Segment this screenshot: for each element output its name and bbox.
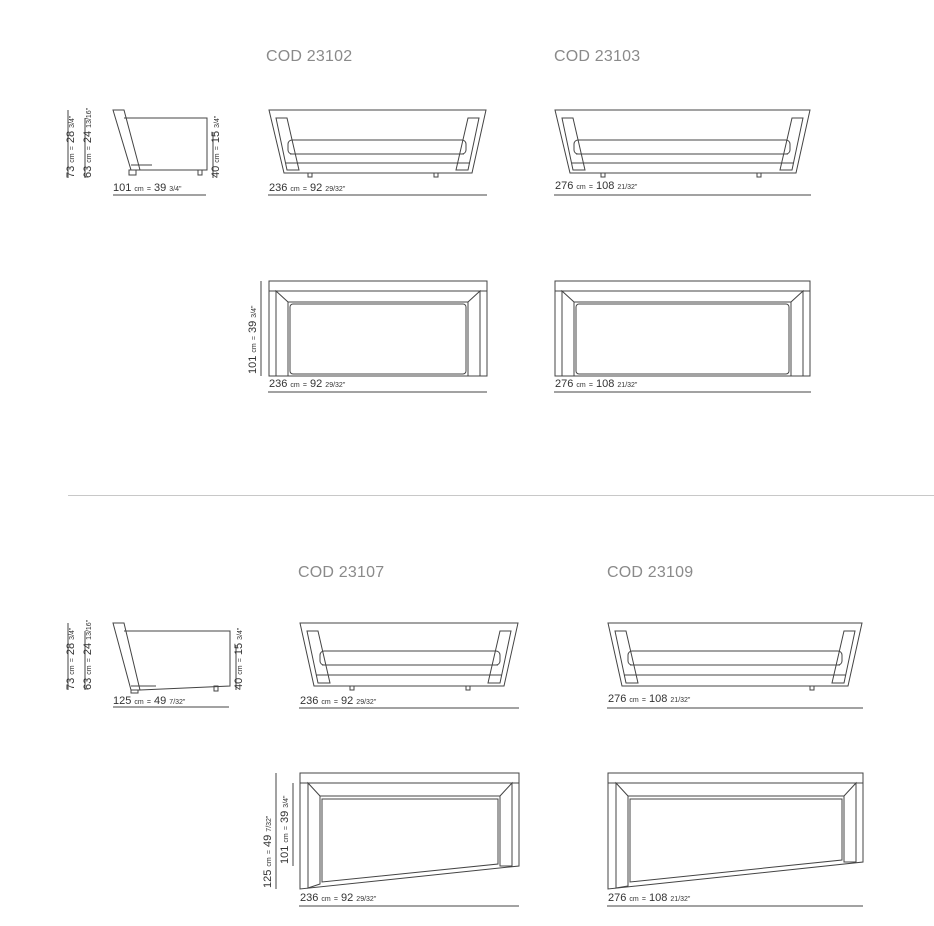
- dimension-label: 236 cm = 92 29/32": [269, 182, 346, 194]
- side-view-drawing: [112, 109, 208, 176]
- model-code: COD 23102: [266, 48, 353, 65]
- dimension-label: 73 cm = 28 3/4": [65, 627, 77, 690]
- dimension-label: 276 cm = 108 21/32": [608, 693, 691, 705]
- dimension-label: 40 cm = 15 3/4": [233, 627, 245, 690]
- front-view-drawing: [554, 109, 811, 178]
- model-code: COD 23109: [607, 564, 694, 581]
- plan-view-drawing: [299, 772, 520, 890]
- dimension-label: 276 cm = 108 21/32": [608, 892, 691, 904]
- dimension-label: 125 cm = 49 7/32": [262, 815, 274, 888]
- front-view-drawing: [299, 622, 519, 691]
- front-view-drawing: [607, 622, 863, 691]
- dimension-label: 101 cm = 39 3/4": [279, 795, 291, 864]
- dimension-label: 236 cm = 92 29/32": [300, 892, 377, 904]
- dimension-label: 125 cm = 49 7/32": [113, 695, 186, 707]
- front-view-drawing: [268, 109, 487, 178]
- dimension-label: 63 cm = 24 13/16": [82, 107, 94, 178]
- dimension-label: 236 cm = 92 29/32": [300, 695, 377, 707]
- section-divider: [68, 495, 934, 496]
- model-code: COD 23107: [298, 564, 385, 581]
- plan-view-drawing: [268, 280, 488, 377]
- dimension-label: 73 cm = 28 3/4": [65, 115, 77, 178]
- dimension-label: 276 cm = 108 21/32": [555, 378, 638, 390]
- dimension-label: 236 cm = 92 29/32": [269, 378, 346, 390]
- plan-view-drawing: [554, 280, 811, 377]
- dimension-label: 40 cm = 15 3/4": [210, 115, 222, 178]
- dimension-label: 276 cm = 108 21/32": [555, 180, 638, 192]
- dimension-label: 63 cm = 24 13/16": [82, 619, 94, 690]
- plan-view-drawing: [607, 772, 864, 890]
- side-view-drawing: [112, 622, 231, 694]
- model-code: COD 23103: [554, 48, 641, 65]
- dimension-label: 101 cm = 39 3/4": [247, 305, 259, 374]
- dimension-label: 101 cm = 39 3/4": [113, 182, 182, 194]
